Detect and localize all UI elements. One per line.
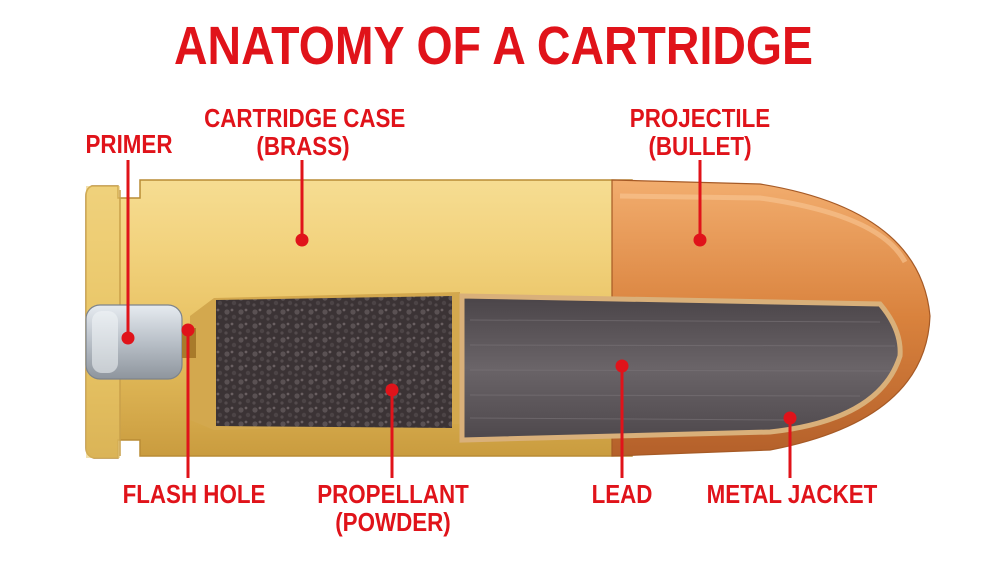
label-propellant: PROPELLANT (POWDER)	[317, 479, 469, 537]
lead-core-shape	[459, 293, 903, 443]
label-lead: LEAD	[591, 479, 653, 509]
label-cartridge-case: CARTRIDGE CASE (BRASS)	[204, 103, 406, 161]
propellant-shape	[216, 296, 452, 428]
page-title: ANATOMY OF A CARTRIDGE	[173, 16, 813, 76]
primer-shape	[85, 304, 183, 380]
label-flash-hole: FLASH HOLE	[122, 479, 266, 509]
label-metal-jacket: METAL JACKET	[706, 479, 878, 509]
label-projectile: PROJECTILE (BULLET)	[629, 103, 771, 161]
lead-grain-lines	[469, 319, 896, 421]
leader-lines	[121, 160, 797, 478]
label-primer: PRIMER	[85, 129, 173, 159]
